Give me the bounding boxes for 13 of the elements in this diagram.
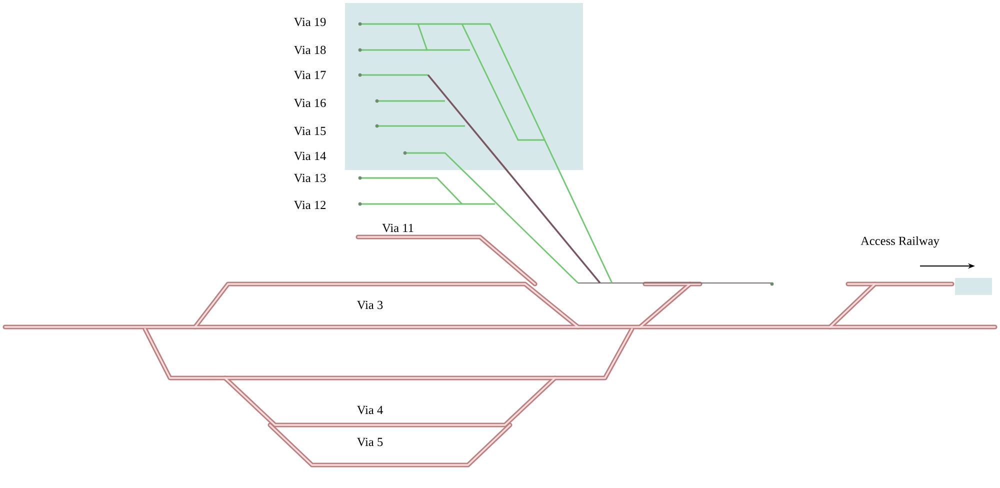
- track-label: Via 17: [294, 70, 326, 80]
- track-label: Via 12: [294, 200, 326, 210]
- track-label: Via 18: [294, 46, 326, 54]
- track-label: Via 4: [357, 406, 383, 414]
- track-label: Via 11: [382, 224, 414, 232]
- track-label: Via 13: [294, 174, 326, 182]
- track-label: Via 19: [294, 18, 326, 26]
- track-label: Via 15: [294, 126, 326, 136]
- track-label: Access Railway: [860, 236, 940, 248]
- track-label: Via 5: [357, 438, 383, 446]
- track-label: Via 14: [294, 152, 326, 160]
- track-label: Via 16: [294, 98, 326, 108]
- track-label: Via 3: [357, 300, 383, 310]
